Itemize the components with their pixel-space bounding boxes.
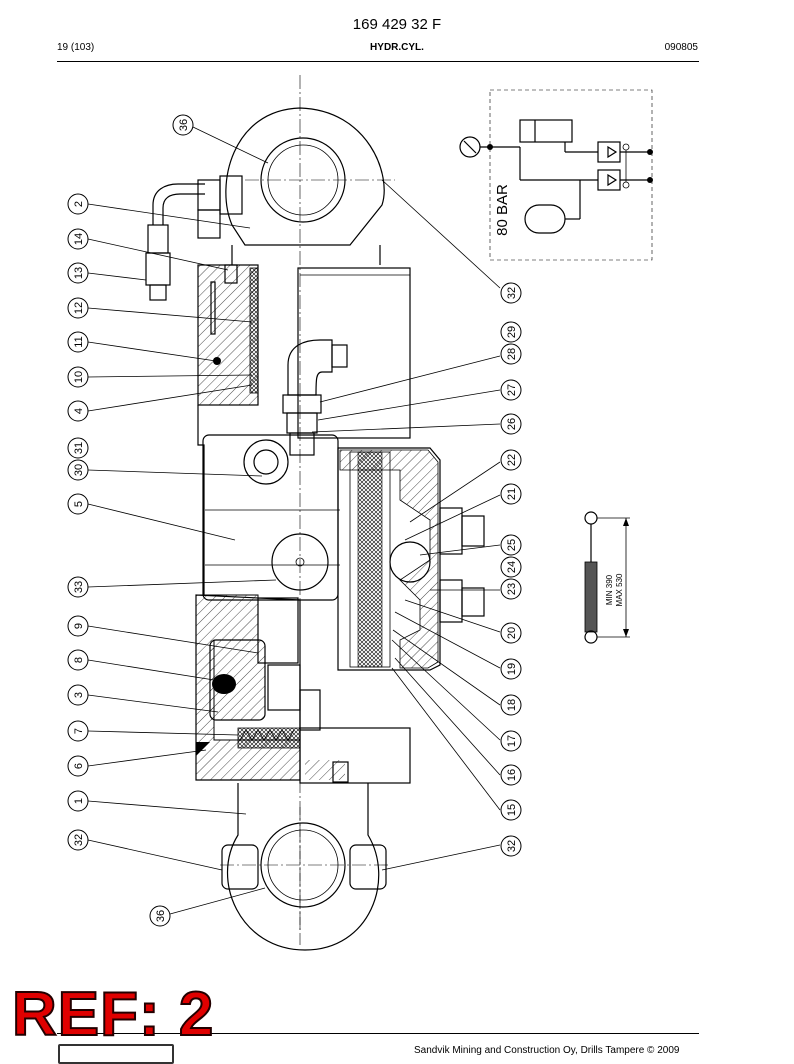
callout-16: 16 <box>500 764 522 786</box>
callout-32-top: 32 <box>500 282 522 304</box>
callout-32-bottom: 32 <box>500 835 522 857</box>
svg-text:36: 36 <box>178 119 190 131</box>
svg-text:7: 7 <box>73 728 85 734</box>
callout-19: 19 <box>500 658 522 680</box>
callout-33: 33 <box>67 576 89 598</box>
callout-20: 20 <box>500 622 522 644</box>
svg-text:27: 27 <box>506 384 518 396</box>
callout-10: 10 <box>67 366 89 388</box>
page-reference: 19 (103) <box>57 42 95 53</box>
leader-lines <box>87 126 501 915</box>
callout-23: 23 <box>500 578 522 600</box>
svg-text:15: 15 <box>506 804 518 816</box>
svg-text:9: 9 <box>73 623 85 629</box>
svg-text:16: 16 <box>506 769 518 781</box>
seal-strip <box>249 267 259 394</box>
svg-text:32: 32 <box>506 840 518 852</box>
stroke-symbol <box>584 511 630 644</box>
header-rule <box>57 61 699 62</box>
svg-text:10: 10 <box>73 371 85 383</box>
svg-text:12: 12 <box>73 302 85 314</box>
callout-31: 31 <box>67 437 89 459</box>
svg-text:2: 2 <box>73 201 85 207</box>
svg-text:11: 11 <box>73 336 85 347</box>
callout-36-top: 36 <box>172 114 194 136</box>
svg-text:32: 32 <box>73 834 85 846</box>
svg-text:13: 13 <box>73 267 85 279</box>
callout-29: 29 <box>500 321 522 343</box>
callout-32-left: 32 <box>67 829 89 851</box>
top-eye <box>225 107 395 246</box>
callout-36-bottom: 36 <box>149 905 171 927</box>
callout-14: 14 <box>67 228 89 250</box>
stroke-max-label: MAX 530 <box>615 573 624 606</box>
cylinder-body <box>195 75 441 945</box>
svg-text:23: 23 <box>506 583 518 595</box>
svg-text:4: 4 <box>73 408 85 414</box>
svg-text:17: 17 <box>506 735 518 747</box>
svg-text:22: 22 <box>506 454 518 466</box>
callout-5: 5 <box>67 493 89 515</box>
callout-6: 6 <box>67 755 89 777</box>
bottom-eye <box>220 783 390 951</box>
callout-27: 27 <box>500 379 522 401</box>
callout-9: 9 <box>67 615 89 637</box>
side-ports <box>439 507 485 623</box>
svg-text:1: 1 <box>73 798 85 804</box>
wiper <box>210 281 216 335</box>
svg-text:25: 25 <box>506 539 518 551</box>
svg-text:5: 5 <box>73 501 85 507</box>
callout-26: 26 <box>500 413 522 435</box>
svg-text:14: 14 <box>73 233 85 245</box>
svg-text:3: 3 <box>73 692 85 698</box>
pressure-label: 80 BAR <box>494 184 511 236</box>
svg-text:24: 24 <box>506 561 518 573</box>
callout-2: 2 <box>67 193 89 215</box>
svg-text:19: 19 <box>506 663 518 675</box>
callout-13: 13 <box>67 262 89 284</box>
callout-8: 8 <box>67 649 89 671</box>
hydraulic-scheme <box>459 89 653 261</box>
svg-text:31: 31 <box>73 442 85 454</box>
svg-text:26: 26 <box>506 418 518 430</box>
svg-text:29: 29 <box>506 326 518 338</box>
callout-12: 12 <box>67 297 89 319</box>
section-title: HYDR.CYL. <box>370 42 424 53</box>
callout-1: 1 <box>67 790 89 812</box>
callout-21: 21 <box>500 483 522 505</box>
svg-text:21: 21 <box>506 488 518 500</box>
document-number: 169 429 32 F <box>352 16 442 33</box>
svg-text:20: 20 <box>506 627 518 639</box>
callout-17: 17 <box>500 730 522 752</box>
callout-15: 15 <box>500 799 522 821</box>
callout-25: 25 <box>500 534 522 556</box>
svg-text:6: 6 <box>73 763 85 769</box>
svg-text:33: 33 <box>73 581 85 593</box>
callout-30: 30 <box>67 459 89 481</box>
callout-11: 11 <box>67 331 89 353</box>
svg-text:36: 36 <box>155 910 167 922</box>
callout-3: 3 <box>67 684 89 706</box>
footer-rule <box>57 1033 699 1034</box>
callout-22: 22 <box>500 449 522 471</box>
svg-text:18: 18 <box>506 699 518 711</box>
callout-28: 28 <box>500 343 522 365</box>
date-code: 090805 <box>664 42 698 53</box>
svg-text:28: 28 <box>506 348 518 360</box>
o-ring <box>213 357 221 365</box>
callout-24: 24 <box>500 556 522 578</box>
hydraulic-pipe <box>145 175 243 301</box>
svg-text:8: 8 <box>73 657 85 663</box>
ref-stamp: REF: 2 <box>11 980 215 1049</box>
elbow-fitting <box>282 339 348 456</box>
footer-copyright: Sandvik Mining and Construction Oy, Dril… <box>414 1045 680 1056</box>
stroke-min-label: MIN 390 <box>605 574 614 605</box>
callout-4: 4 <box>67 400 89 422</box>
svg-text:30: 30 <box>73 464 85 476</box>
callout-7: 7 <box>67 720 89 742</box>
callout-18: 18 <box>500 694 522 716</box>
svg-text:32: 32 <box>506 287 518 299</box>
